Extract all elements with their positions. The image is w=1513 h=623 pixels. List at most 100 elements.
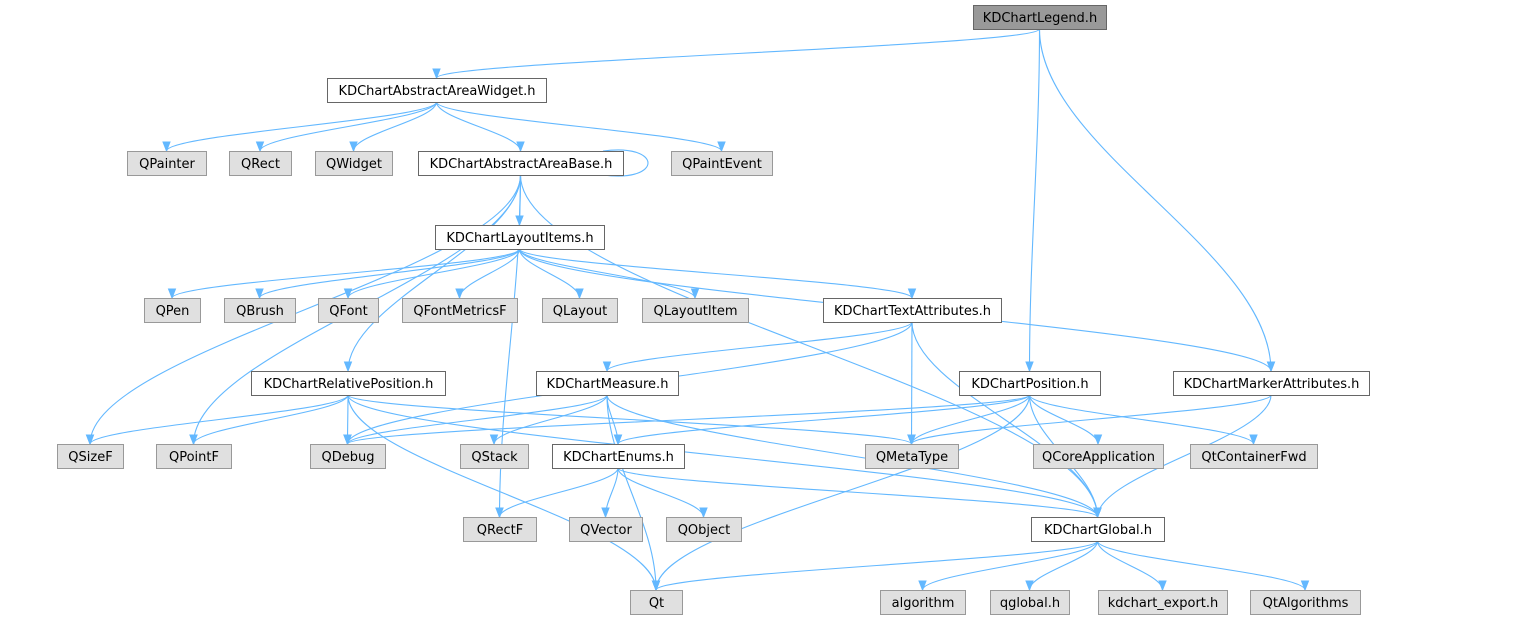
edge-aaw-to-aab-arrowhead <box>516 141 525 153</box>
node-qdebug-label: QDebug <box>322 450 375 465</box>
node-qdebug: QDebug <box>310 444 386 469</box>
node-kdchart-export-h-label: kdchart_export.h <box>1108 596 1219 611</box>
node-qpaint-event-box <box>671 151 773 176</box>
node-qt: Qt <box>630 590 683 615</box>
edge-rp-to-qmetatype <box>347 394 913 445</box>
edge-li-to-qlayoutitem <box>518 248 696 299</box>
node-algorithm-box <box>880 590 966 615</box>
node-qvector-box <box>569 517 643 542</box>
node-qsize-f: QSizeF <box>57 444 124 469</box>
node-kdchart-marker-attributes-h[interactable]: KDChartMarkerAttributes.h <box>1173 371 1370 396</box>
edge-global-to-qtalg-arrowhead <box>1300 580 1310 592</box>
edge-global-to-algorithm <box>921 540 1099 591</box>
edge-aaw-to-qrect <box>259 101 438 152</box>
node-kdchart-abstract-area-widget-h-box <box>327 78 547 103</box>
edge-li-to-qfm-arrowhead <box>455 288 464 300</box>
edge-li-to-qlayout-arrowhead <box>575 288 584 300</box>
node-kdchart-abstract-area-widget-h-label: KDChartAbstractAreaWidget.h <box>339 84 536 99</box>
node-qt-label: Qt <box>649 596 664 611</box>
node-kdchart-text-attributes-h-label: KDChartTextAttributes.h <box>834 304 991 319</box>
node-qlayout: QLayout <box>542 298 618 323</box>
node-qpen: QPen <box>144 298 201 323</box>
edge-li-to-ma-arrowhead <box>1266 361 1276 373</box>
node-qglobal-h-label: qglobal.h <box>1000 596 1060 611</box>
node-algorithm-label: algorithm <box>892 596 955 611</box>
edge-enums-to-global <box>617 467 1099 518</box>
node-kdchart-measure-h-box <box>536 371 679 396</box>
node-qwidget-box <box>315 151 393 176</box>
node-qwidget-label: QWidget <box>326 157 382 172</box>
node-kdchart-layout-items-h-box <box>435 225 605 250</box>
node-kdchart-abstract-area-widget-h[interactable]: KDChartAbstractAreaWidget.h <box>327 78 547 103</box>
node-kdchart-export-h: kdchart_export.h <box>1098 590 1228 615</box>
edge-legend-to-aaw <box>435 28 1041 79</box>
node-qstack-box <box>460 444 529 469</box>
node-qcore-application: QCoreApplication <box>1033 444 1164 469</box>
node-qmeta-type-box <box>865 444 959 469</box>
edge-meas-to-global <box>606 394 1099 518</box>
node-qlayout-box <box>542 298 618 323</box>
node-qlayout-item-box <box>642 298 749 323</box>
node-kdchart-enums-h[interactable]: KDChartEnums.h <box>552 444 685 469</box>
node-qpen-label: QPen <box>156 304 190 319</box>
edge-rp-to-qt <box>347 394 657 591</box>
edge-ma-to-qmetatype-arrowhead <box>907 434 916 446</box>
edge-li-to-qbrush <box>258 248 521 299</box>
edge-aaw-to-qwidget-arrowhead <box>349 141 358 153</box>
edge-aaw-to-aab <box>435 101 522 152</box>
node-qpainter-box <box>127 151 207 176</box>
node-qwidget: QWidget <box>315 151 393 176</box>
node-qsize-f-label: QSizeF <box>68 450 112 465</box>
edge-pos-to-qdebug <box>346 394 1031 445</box>
node-kdchart-relative-position-h[interactable]: KDChartRelativePosition.h <box>251 371 446 396</box>
node-qsize-f-box <box>57 444 124 469</box>
node-kdchart-layout-items-h[interactable]: KDChartLayoutItems.h <box>435 225 605 250</box>
node-qpainter: QPainter <box>127 151 207 176</box>
node-kdchart-abstract-area-base-h[interactable]: KDChartAbstractAreaBase.h <box>418 151 624 176</box>
node-qcore-application-label: QCoreApplication <box>1042 450 1155 465</box>
edge-rp-to-qsizef-arrowhead <box>85 434 95 446</box>
node-kdchart-global-h-box <box>1031 517 1165 542</box>
edge-global-to-kdexport <box>1096 540 1164 591</box>
node-qt-box <box>630 590 683 615</box>
node-kdchart-position-h-label: KDChartPosition.h <box>971 377 1088 392</box>
edge-aaw-to-qpainter <box>165 101 438 152</box>
edge-aab-to-qsizef <box>89 174 522 445</box>
edge-rp-to-qpointf <box>192 394 349 445</box>
node-qobject: QObject <box>666 517 742 542</box>
node-qstack-label: QStack <box>471 450 518 465</box>
node-kdchart-measure-h[interactable]: KDChartMeasure.h <box>536 371 679 396</box>
node-qfont-metrics-f: QFontMetricsF <box>402 298 518 323</box>
node-kdchart-text-attributes-h[interactable]: KDChartTextAttributes.h <box>823 298 1002 323</box>
edge-legend-to-ma <box>1038 28 1272 372</box>
node-qrect-f: QRectF <box>463 517 537 542</box>
node-qlayout-label: QLayout <box>553 304 607 319</box>
node-qvector: QVector <box>569 517 643 542</box>
node-qpoint-f-box <box>156 444 232 469</box>
node-kdchart-global-h[interactable]: KDChartGlobal.h <box>1031 517 1165 542</box>
edge-li-to-qfont <box>347 248 521 299</box>
edge-global-to-qtalg <box>1096 540 1306 591</box>
edge-ma-to-qmetatype <box>910 394 1272 445</box>
node-qvector-label: QVector <box>580 523 632 538</box>
node-qbrush-label: QBrush <box>236 304 284 319</box>
node-qpoint-f: QPointF <box>156 444 232 469</box>
edge-enums-to-qvector-arrowhead <box>601 507 610 519</box>
node-qfont-metrics-f-label: QFontMetricsF <box>413 304 506 319</box>
edge-li-to-ta-arrowhead <box>907 288 917 300</box>
edge-enums-to-qobject <box>617 467 705 518</box>
node-kdchart-position-h[interactable]: KDChartPosition.h <box>959 371 1101 396</box>
node-kdchart-relative-position-h-label: KDChartRelativePosition.h <box>264 377 434 392</box>
edge-aaw-to-qpaintevent-arrowhead <box>717 141 726 153</box>
nodes-layer: KDChartLegend.hKDChartAbstractAreaWidget… <box>57 5 1370 615</box>
node-qmeta-type: QMetaType <box>865 444 959 469</box>
edge-global-to-qt <box>655 540 1099 591</box>
edge-aab-to-rp-arrowhead <box>343 361 353 373</box>
edge-aaw-to-qrect-arrowhead <box>255 141 265 153</box>
edge-legend-to-aaw-arrowhead <box>432 68 441 80</box>
node-qfont-box <box>318 298 379 323</box>
edge-global-to-kdexport-arrowhead <box>1158 580 1167 592</box>
node-kdchart-legend-h[interactable]: KDChartLegend.h <box>973 5 1107 30</box>
node-qbrush: QBrush <box>224 298 296 323</box>
